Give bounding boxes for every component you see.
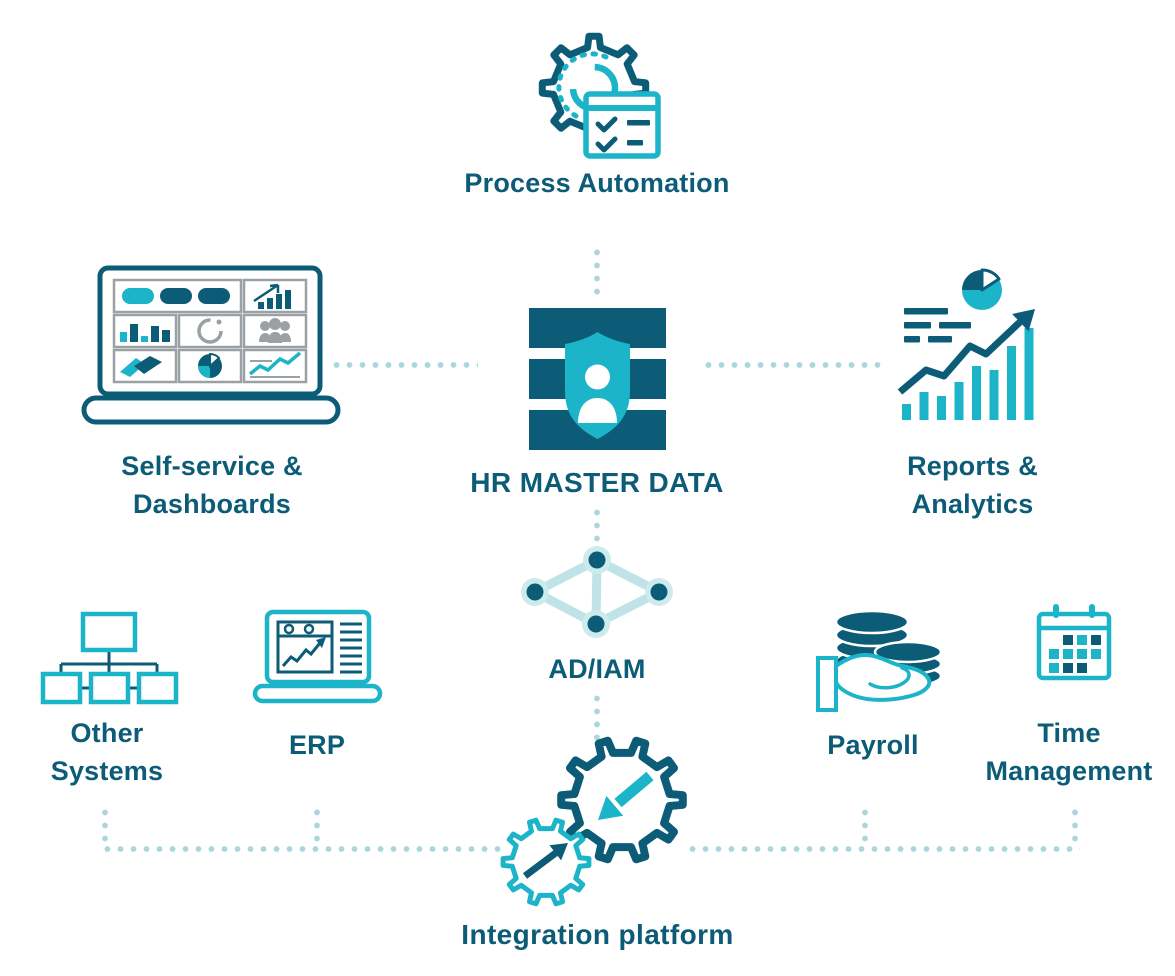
connector-center-to-adiam bbox=[594, 504, 600, 546]
label-ad-iam: AD/IAM bbox=[548, 654, 646, 684]
connector-time-stub bbox=[1072, 804, 1078, 848]
calendar-icon bbox=[1036, 604, 1112, 681]
label-payroll: Payroll bbox=[827, 730, 919, 760]
label-process-automation: Process Automation bbox=[464, 168, 730, 198]
gear-checklist-icon bbox=[538, 32, 661, 159]
chart-growth-icon bbox=[897, 268, 1035, 420]
laptop-dashboard-icon bbox=[81, 265, 341, 425]
label-other-systems: Other Systems bbox=[50, 718, 164, 786]
hand-coins-icon bbox=[816, 609, 943, 712]
connector-left-to-center bbox=[328, 362, 478, 368]
connector-erp-stub bbox=[314, 804, 320, 848]
label-time-management: Time Management bbox=[985, 718, 1153, 786]
connector-bottom-right bbox=[684, 846, 1080, 852]
org-chart-icon bbox=[40, 611, 179, 705]
label-hr-master-data: HR MASTER DATA bbox=[470, 467, 724, 498]
connector-center-to-right bbox=[700, 362, 884, 368]
label-reports: Reports & Analytics bbox=[907, 451, 1038, 519]
database-shield-user-icon bbox=[529, 308, 666, 450]
gears-sync-icon bbox=[500, 736, 687, 907]
label-erp: ERP bbox=[288, 730, 346, 760]
connector-other-systems-stub bbox=[102, 804, 108, 848]
connector-adiam-to-integration bbox=[594, 690, 600, 742]
label-integration: Integration platform bbox=[461, 919, 734, 950]
connector-bottom-left bbox=[99, 846, 501, 852]
label-self-service: Self-service & Dashboards bbox=[121, 451, 303, 519]
connector-payroll-stub bbox=[862, 804, 868, 848]
erp-laptop-icon bbox=[252, 609, 383, 704]
connector-top-to-center bbox=[594, 244, 600, 298]
network-nodes-icon bbox=[521, 546, 673, 638]
